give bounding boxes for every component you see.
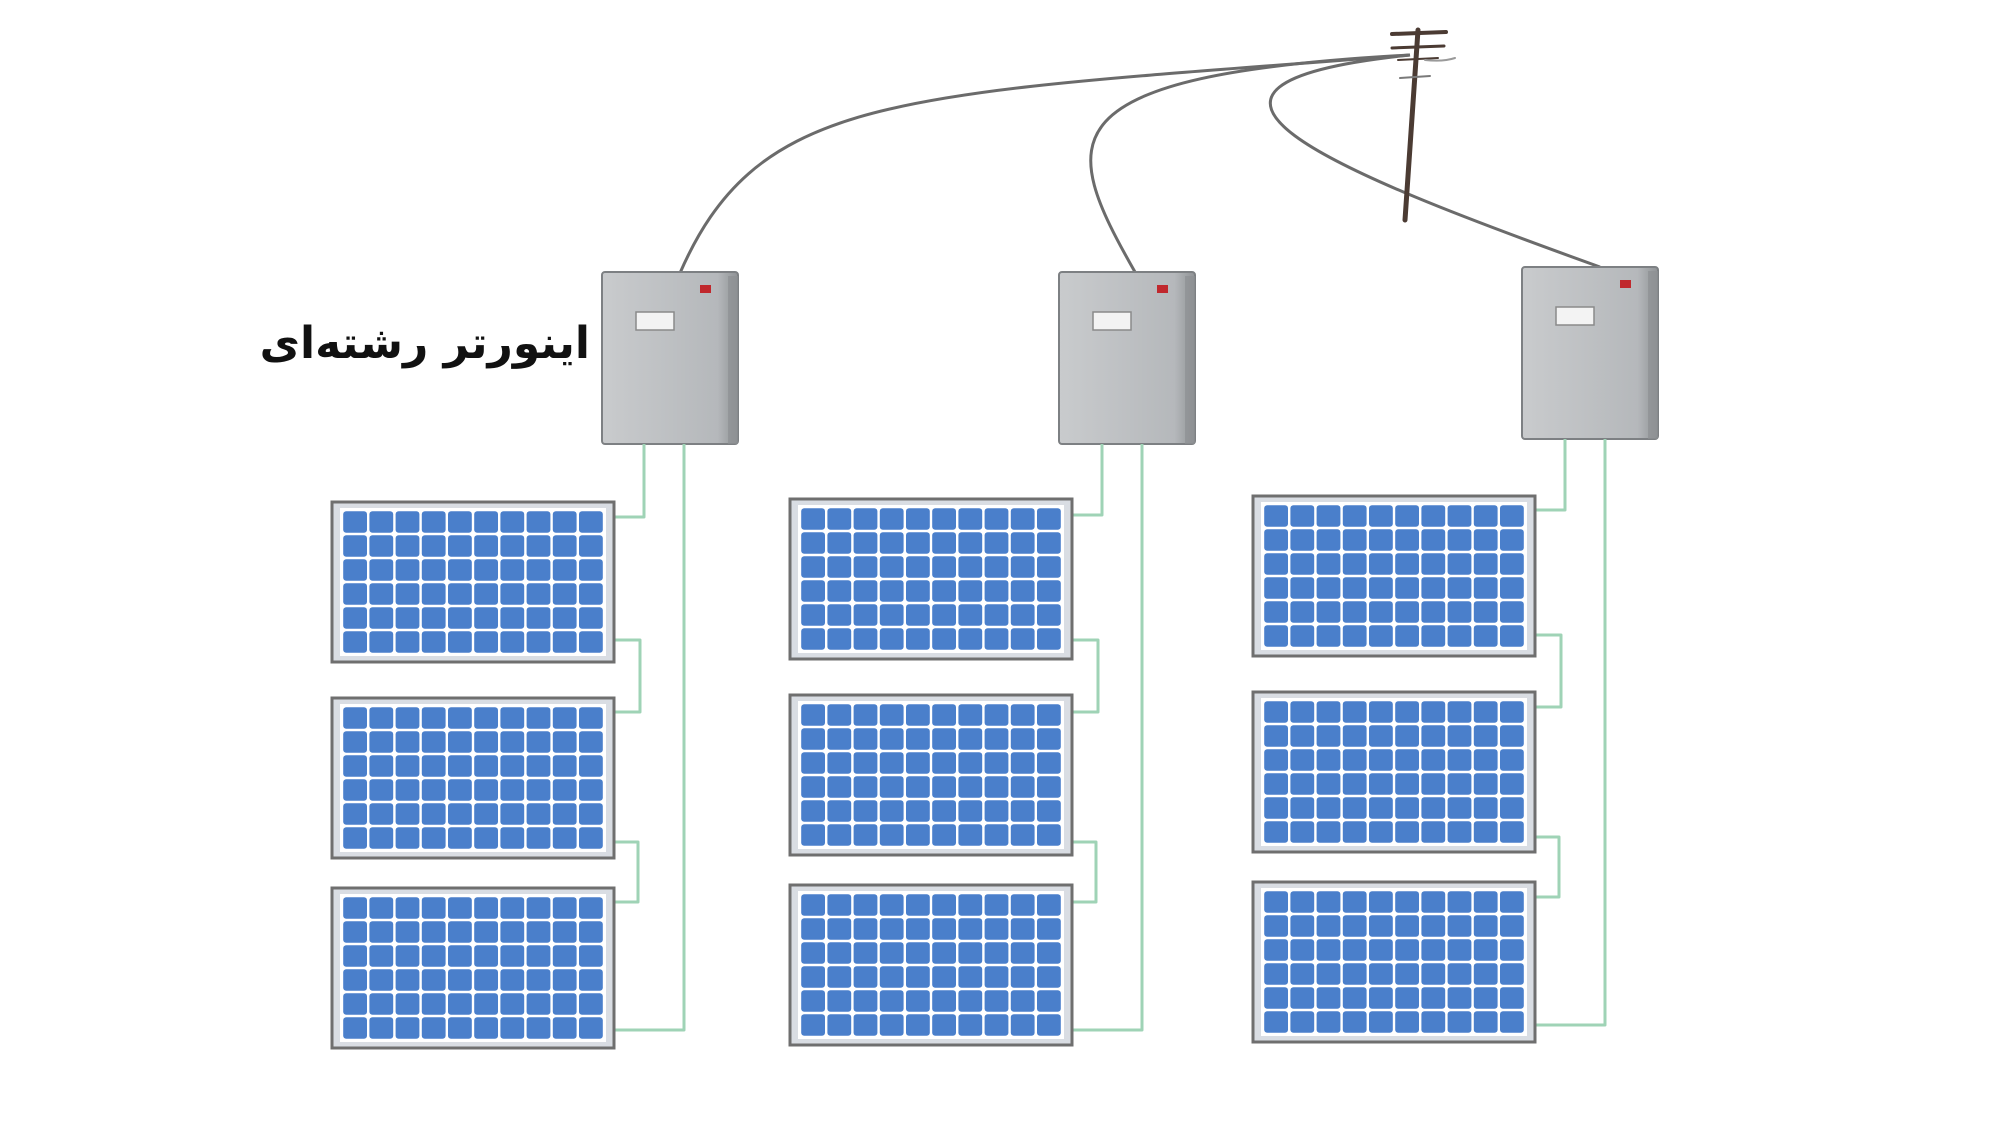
string-wire [1533,439,1567,512]
solar-panels [330,494,1537,1050]
grid-cable-1 [678,53,1411,274]
string-wire [1533,835,1561,899]
solar-panel-icon [1251,880,1537,1044]
solar-panel-icon [330,886,616,1050]
solar-panel-icon [788,497,1074,661]
string-wire [612,638,642,714]
solar-panel-icon [788,883,1074,1047]
solar-panel-icon [330,500,616,664]
string-inverter-label: اینورتر رشته‌ای [259,318,590,369]
grid-cable-2 [1089,53,1411,273]
string-wire [612,840,640,904]
solar-panel-icon [330,696,616,860]
string-wiring [612,439,1607,1032]
utility-pole-icon [1390,27,1456,223]
solar-panel-icon [1251,494,1537,658]
grid-cable-3 [1268,53,1601,269]
string-wire [612,444,646,519]
string-wire [1533,633,1563,709]
inverter-icon [1058,271,1196,445]
string-wire [612,444,686,1032]
string-wire [1070,444,1104,517]
grid-cables [678,53,1601,274]
inverter-icon [1521,266,1659,440]
string-wire [1070,638,1100,714]
solar-panel-icon [788,693,1074,857]
string-wire [1070,444,1144,1032]
inverter-icon [601,271,739,445]
string-wire [1533,439,1607,1027]
solar-panel-icon [1251,690,1537,854]
string-wire [1070,840,1098,904]
